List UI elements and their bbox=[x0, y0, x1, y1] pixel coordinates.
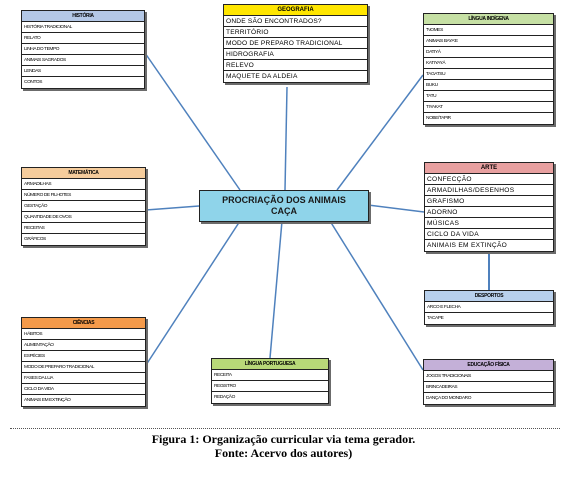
box-item: TATU bbox=[424, 91, 553, 102]
box-arte-title: ARTE bbox=[425, 163, 553, 174]
box-educacao-fisica-title: EDUCAÇÃO FÍSICA bbox=[424, 360, 553, 371]
caption-line2: Fonte: Acervo dos autores) bbox=[214, 446, 353, 460]
box-item: ESPÉCIES bbox=[22, 351, 145, 362]
box-ciencias-title: CIÊNCIAS bbox=[22, 318, 145, 329]
connector-matematica bbox=[145, 205, 200, 211]
central-theme-line1: PROCRIAÇÃO DOS ANIMAIS bbox=[222, 195, 346, 205]
connector-lingua-portuguesa bbox=[269, 220, 283, 359]
box-item: CICLO DA VIDA bbox=[22, 384, 145, 395]
box-matematica-title: MATEMÁTICA bbox=[22, 168, 145, 179]
box-item: BUKU bbox=[424, 80, 553, 91]
box-item: ARCO E FLECHA bbox=[425, 302, 553, 313]
box-item: ARMADILHAS bbox=[22, 179, 145, 190]
box-item: ANIMAIS BAYA'E bbox=[424, 36, 553, 47]
box-item: MAQUETE DA ALDEIA bbox=[226, 73, 298, 80]
box-item: CONTOS bbox=[24, 80, 43, 85]
box-item: RECEITAS bbox=[22, 223, 145, 234]
connector-historia bbox=[144, 52, 241, 191]
connector-geografia bbox=[284, 86, 288, 191]
box-item: ONDE SÃO ENCONTRADOS? bbox=[224, 16, 367, 27]
box-item: MÚSICAS bbox=[425, 218, 553, 229]
connector-educacao-fisica bbox=[329, 220, 424, 371]
box-item: LINHA DO TEMPO bbox=[22, 44, 144, 55]
box-item: "NOMES bbox=[424, 25, 553, 36]
box-item: MODO DE PREPARO TRADICIONAL bbox=[22, 362, 145, 373]
box-item: TAGATSU bbox=[424, 69, 553, 80]
box-item: ARMADILHAS/DESENHOS bbox=[425, 185, 553, 196]
box-item: NOBE/TAPIR bbox=[426, 116, 451, 121]
box-item: HISTÓRIA TRADICIONAL bbox=[22, 22, 144, 33]
connector-arte bbox=[367, 204, 425, 213]
box-item: REGISTRO bbox=[212, 381, 328, 392]
box-item: HÁBITOS bbox=[22, 329, 145, 340]
box-item: DATIYÁ bbox=[424, 47, 553, 58]
box-geografia: GEOGRAFIA ONDE SÃO ENCONTRADOS?TERRITÓRI… bbox=[223, 4, 368, 83]
box-item: RELATO bbox=[22, 33, 144, 44]
box-item: TACAPE bbox=[427, 316, 444, 321]
box-item: FASES DA LUA bbox=[22, 373, 145, 384]
box-item: LENDAS bbox=[22, 66, 144, 77]
box-item: TERRITÓRIO bbox=[224, 27, 367, 38]
connector-lingua-indigena bbox=[336, 74, 424, 191]
box-desportos-title: DESPORTOS bbox=[425, 291, 553, 302]
box-item: ALIMENTAÇÃO bbox=[22, 340, 145, 351]
box-historia-title: HISTÓRIA bbox=[22, 11, 144, 22]
figure-caption: Figura 1: Organização curricular via tem… bbox=[0, 432, 567, 460]
box-item: GRÁFICOS bbox=[24, 237, 46, 242]
box-desportos-items: ARCO E FLECHA TACAPE bbox=[425, 302, 553, 324]
connector-ciencias bbox=[145, 220, 241, 366]
box-item: JOGOS TRADICIONAIS bbox=[424, 371, 553, 382]
box-item: ANIMAIS EM EXTINÇÃO bbox=[427, 242, 508, 249]
box-lingua-indigena-title: LÍNGUA INDÍGENA bbox=[424, 14, 553, 25]
box-item: BRINCADEIRAS bbox=[424, 382, 553, 393]
box-item: HIDROGRAFIA bbox=[224, 49, 367, 60]
box-item: GESTAÇÃO bbox=[22, 201, 145, 212]
box-item: CICLO DA VIDA bbox=[425, 229, 553, 240]
caption-line1: Figura 1: Organização curricular via tem… bbox=[151, 432, 416, 446]
box-item: ANIMAIS EM EXTINÇÃO bbox=[24, 398, 71, 403]
box-item: ANIMAIS SAGRADOS bbox=[22, 55, 144, 66]
box-item: CONFECÇÃO bbox=[425, 174, 553, 185]
box-item: TIYAKAT bbox=[424, 102, 553, 113]
box-item: RECEITA bbox=[212, 370, 328, 381]
box-item: KATIYAYÁ bbox=[424, 58, 553, 69]
box-item: GRAFISMO bbox=[425, 196, 553, 207]
box-lingua-portuguesa-title: LÍNGUA PORTUGUESA bbox=[212, 359, 328, 370]
box-item: ADORNO bbox=[425, 207, 553, 218]
caption-divider bbox=[10, 428, 560, 429]
box-item: QUANTIDADE DE OVOS bbox=[22, 212, 145, 223]
box-item: DANÇA DO MONDARO bbox=[426, 396, 472, 401]
box-item: RELEVO bbox=[224, 60, 367, 71]
central-theme-box: PROCRIAÇÃO DOS ANIMAIS CAÇA bbox=[199, 190, 369, 222]
box-desportos: DESPORTOS ARCO E FLECHA TACAPE bbox=[424, 290, 554, 325]
central-theme-line2: CAÇA bbox=[271, 206, 297, 216]
box-item: MODO DE PREPARO TRADICIONAL bbox=[224, 38, 367, 49]
box-item: REDAÇÃO bbox=[214, 395, 235, 400]
box-geografia-title: GEOGRAFIA bbox=[224, 5, 367, 16]
box-item: NÚMERO DE FILHOTES bbox=[22, 190, 145, 201]
